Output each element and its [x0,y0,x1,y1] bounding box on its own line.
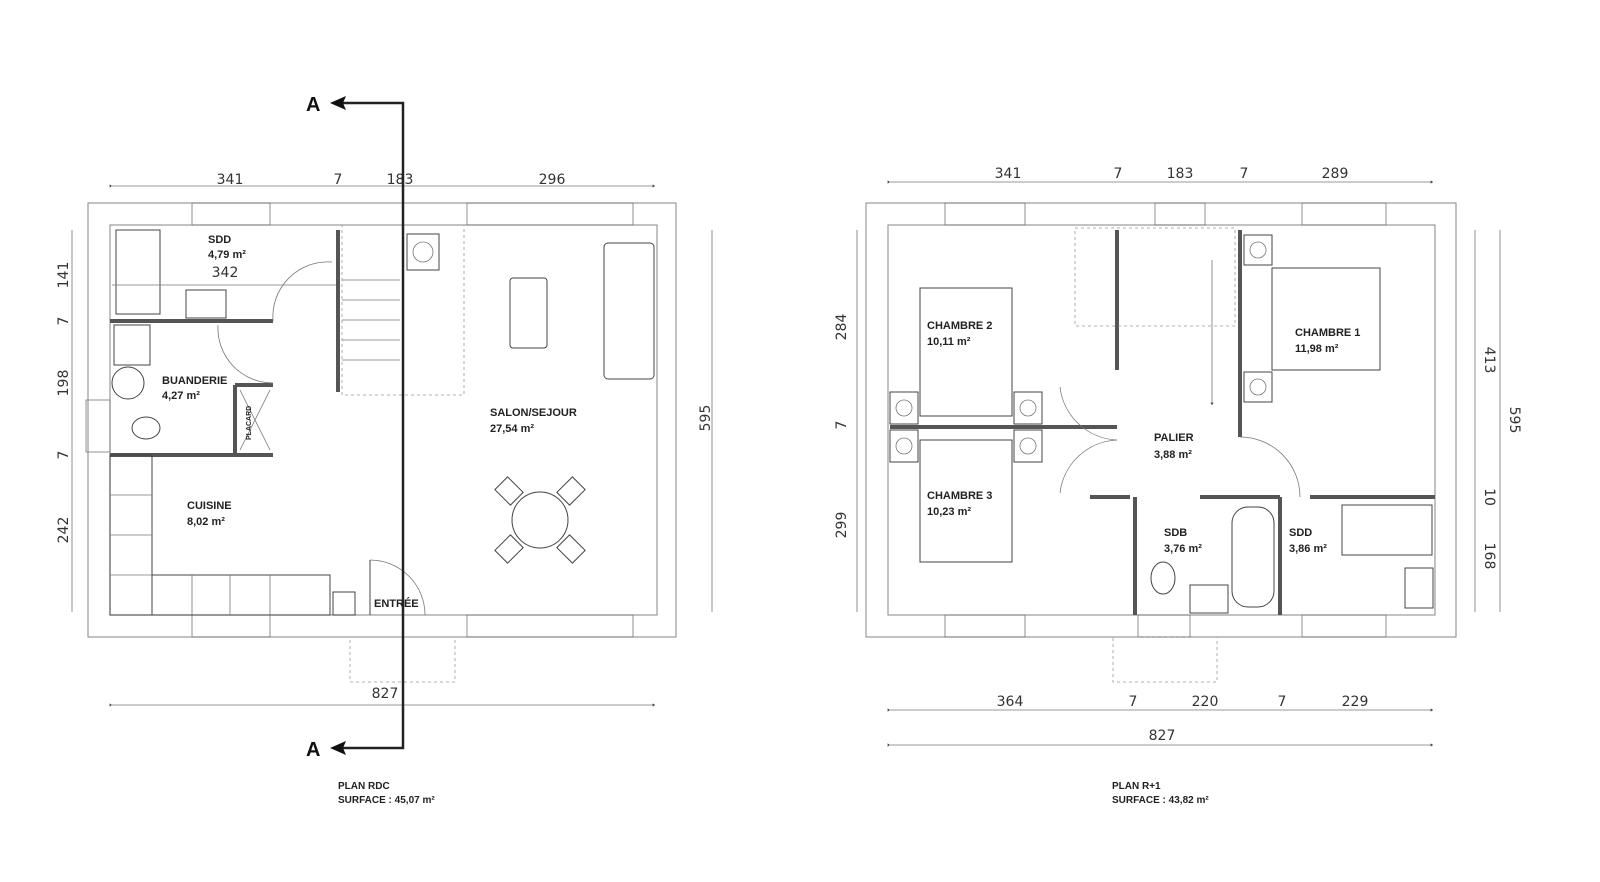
entry-steps [1112,636,1218,683]
shower [115,229,161,315]
door-swing [217,324,274,384]
dim-left: 242 [56,517,72,544]
outer-wall [87,202,677,638]
room-name: SDB [1164,527,1187,539]
door-swing [272,261,333,322]
bathtub [1231,506,1275,608]
bed [1271,267,1381,371]
dim-top: 341 [995,166,1022,182]
sink [1189,584,1229,614]
room-name: CHAMBRE 1 [1295,327,1360,339]
dim-left: 7 [834,421,850,430]
entry-door [369,559,426,616]
coffee-table [509,277,548,349]
dim-right: 413 [1481,347,1497,374]
section-marker: A [306,739,320,761]
room-name: SDD [208,234,231,246]
room-name: PLACARD [246,406,253,440]
dim-bottom: 364 [997,694,1024,710]
dim-left: 7 [56,451,72,460]
dim-right: 168 [1481,543,1497,570]
dim-inner: 342 [212,265,239,281]
window [191,614,271,638]
plan-surface: SURFACE : 43,82 m² [1112,795,1209,806]
entry-steps [349,636,456,683]
washing-machine [113,324,151,366]
dim-left: 7 [56,317,72,326]
room-area: 11,98 m² [1295,343,1339,355]
room-area: 10,23 m² [927,506,971,518]
dim-top: 7 [1114,166,1123,182]
room-name: CHAMBRE 2 [927,320,992,332]
inner-wall [887,224,1436,616]
dim-left: 141 [56,262,72,289]
dim-bottom: 7 [1129,694,1138,710]
dryer [111,366,145,400]
sofa [603,242,655,380]
dining-table [511,491,569,549]
room-area: 3,88 m² [1154,449,1192,461]
dim-top: 7 [1240,166,1249,182]
room-area: 8,02 m² [187,516,225,528]
window [466,614,634,638]
inner-wall [109,224,658,616]
room-area: 4,79 m² [208,249,246,261]
dim-bottom: 229 [1342,694,1369,710]
room-name: ENTRÉE [374,597,419,610]
dim-top: 341 [217,172,244,188]
section-marker: A [306,94,320,116]
dim-left: 198 [56,370,72,397]
room-area: 27,54 m² [490,423,534,435]
dim-right: 10 [1481,488,1497,506]
toilet [1150,561,1176,595]
plan-title: PLAN R+1 [1112,781,1161,792]
dim-top: 183 [1167,166,1194,182]
plan-surface: SURFACE : 45,07 m² [338,795,435,806]
toilet [131,416,161,440]
plan-r1: 341 7 183 7 289 284 7 299 413 595 10 168… [834,166,1522,806]
shower [1341,504,1433,556]
dim-bottom: 827 [372,686,399,702]
dim-top: 289 [1322,166,1349,182]
room-area: 4,27 m² [162,390,200,402]
room-area: 10,11 m² [927,336,971,348]
sink [185,289,227,319]
room-name: CHAMBRE 3 [927,490,992,502]
dim-top: 7 [334,172,343,188]
plan-title: PLAN RDC [338,781,390,792]
room-area: 3,86 m² [1289,543,1327,555]
dim-top: 183 [387,172,414,188]
dim-right: 595 [698,405,714,432]
room-name: CUISINE [187,500,232,512]
dim-total: 827 [1149,728,1176,744]
dim-right: 595 [1506,407,1522,434]
room-area: 3,76 m² [1164,543,1202,555]
dim-bottom: 220 [1192,694,1219,710]
plan-rdc: 341 7 183 296 141 7 198 7 242 595 827 34… [56,94,714,806]
bed [919,287,1013,417]
window [191,202,271,226]
sink [1404,567,1434,609]
staircase [1074,227,1236,327]
room-name: PALIER [1154,432,1194,444]
dim-left: 284 [834,314,850,341]
window [466,202,634,226]
kitchen-counter [109,454,356,616]
dim-top: 296 [539,172,566,188]
nightstands [889,234,1273,463]
room-name: SALON/SEJOUR [490,407,577,419]
section-line: A A [306,94,405,761]
bed [919,439,1013,563]
dim-bottom: 7 [1278,694,1287,710]
room-name: BUANDERIE [162,375,227,387]
room-name: SDD [1289,527,1312,539]
window [85,399,111,453]
dim-left: 299 [834,512,850,539]
